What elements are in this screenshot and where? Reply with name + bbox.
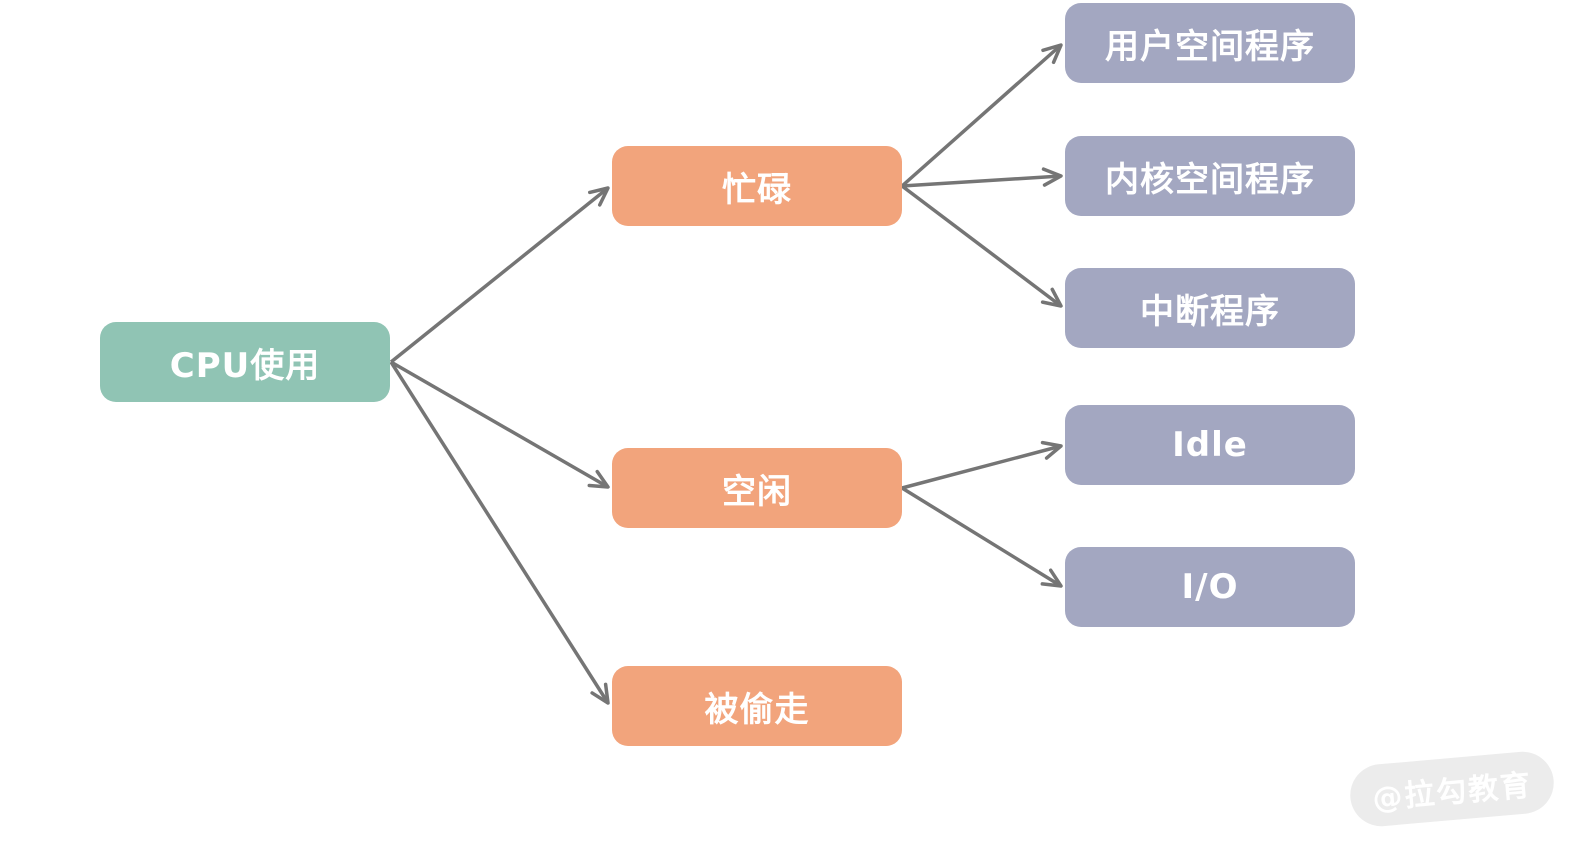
node-busy-label: 忙碌: [722, 169, 792, 210]
node-cpu-usage: CPU使用: [100, 322, 390, 402]
node-idle-cn-label: 空闲: [722, 471, 792, 512]
node-kernel-space-programs: 内核空间程序: [1065, 136, 1355, 216]
node-user-space-programs-label: 用户空间程序: [1105, 26, 1315, 67]
arrow-busy-to-irq: [900, 184, 1063, 308]
node-idle-cn: 空闲: [612, 448, 902, 528]
watermark-badge: @拉勾教育: [1347, 749, 1557, 829]
node-io: I/O: [1065, 547, 1355, 627]
node-stolen-label: 被偷走: [704, 689, 810, 730]
node-user-space-programs: 用户空间程序: [1065, 3, 1355, 83]
watermark-text: @拉勾教育: [1371, 768, 1534, 817]
node-cpu-usage-label: CPU使用: [169, 345, 321, 386]
arrow-busy-to-user: [900, 43, 1063, 188]
node-io-label: I/O: [1181, 567, 1239, 607]
node-interrupt-programs-label: 中断程序: [1140, 291, 1280, 332]
arrow-cpu-to-busy: [389, 186, 610, 364]
node-interrupt-programs: 中断程序: [1065, 268, 1355, 348]
arrow-idle-to-idleen: [901, 440, 1063, 490]
arrow-idle-to-io: [901, 486, 1063, 588]
node-kernel-space-programs-label: 内核空间程序: [1105, 159, 1315, 200]
node-idle-en: Idle: [1065, 405, 1355, 485]
arrow-cpu-to-idle: [390, 360, 610, 489]
arrow-cpu-to-stolen: [389, 361, 610, 705]
arrow-busy-to-kernel: [901, 167, 1063, 188]
node-busy: 忙碌: [612, 146, 902, 226]
node-idle-en-label: Idle: [1172, 425, 1248, 465]
node-stolen: 被偷走: [612, 666, 902, 746]
